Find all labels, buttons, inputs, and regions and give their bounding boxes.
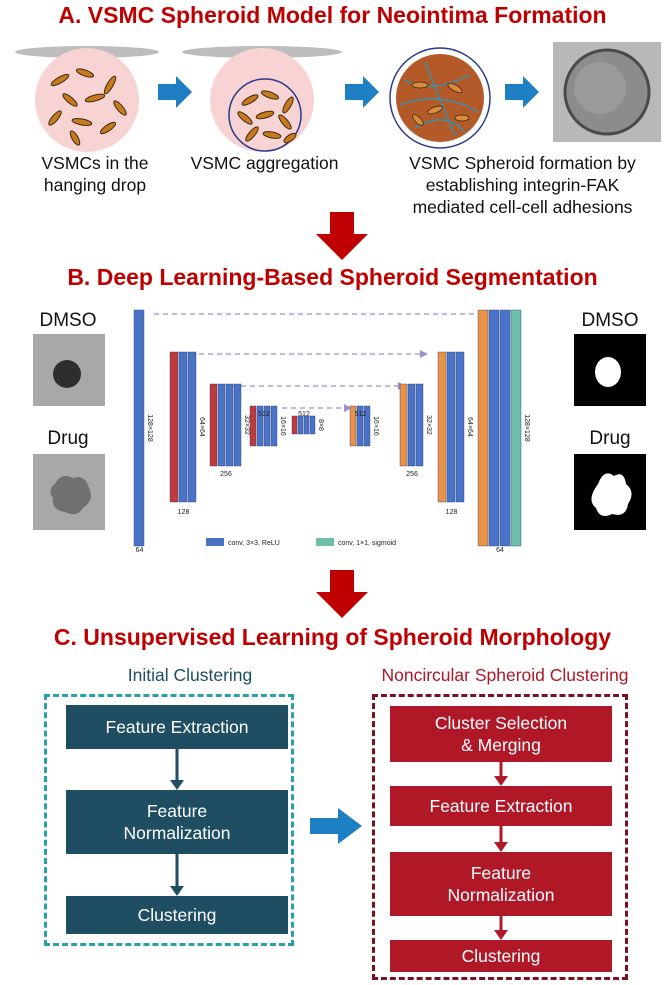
unet-size-label-1: 64×64 (198, 417, 205, 437)
left-flow-arrows (170, 749, 184, 896)
unet-layer-8-2 (499, 309, 511, 547)
unet-layer-7-2 (455, 351, 465, 503)
input-dmso-label: DMSO (39, 310, 97, 331)
input-drug-label: Drug (47, 428, 89, 449)
unet-layer-4-3 (309, 415, 316, 435)
left-step-clustering: Clustering (66, 896, 288, 934)
left-step-feature-extraction: Feature Extraction (66, 705, 288, 749)
down-arrow-b-c (316, 570, 368, 618)
input-drug-image (33, 454, 105, 530)
step-a2-label: VSMC aggregation (190, 153, 339, 173)
unet-layer-3-0 (249, 405, 257, 447)
unet-layer-6-2 (415, 383, 424, 467)
unet-layer-2-0 (209, 383, 218, 467)
output-dmso-label: DMSO (581, 310, 639, 331)
unet-channel-label-7: 128 (446, 509, 458, 516)
unet-channel-label-1: 128 (178, 509, 190, 516)
unet-layer-0-0 (133, 309, 145, 547)
down-arrow-a-b (316, 212, 368, 260)
panel-b-title: B. Deep Learning-Based Spheroid Segmenta… (67, 264, 598, 290)
unet-channel-label-6: 256 (406, 471, 418, 478)
output-drug-mask (574, 454, 646, 530)
unet-layer-5-0 (349, 405, 357, 447)
unet-layer-4-0 (291, 415, 298, 435)
unet-layer-8-3 (510, 309, 522, 547)
unet-channel-label-3: 512 (258, 411, 270, 418)
unet-channel-label-2: 256 (220, 471, 232, 478)
unet-layer-4-2 (303, 415, 310, 435)
initial-clustering-group (44, 694, 294, 946)
right-step-feature-normalization: Feature Normalization (390, 852, 612, 916)
right-step-clustering: Clustering (390, 940, 612, 972)
step-a3-label: VSMC Spheroid formation by establishing … (409, 153, 636, 217)
unet-size-label-5: 16×16 (372, 416, 379, 436)
unet-size-label-2: 32×32 (243, 415, 250, 435)
noncircular-clustering-heading: Noncircular Spheroid Clustering (381, 665, 629, 685)
unet-layer-5-2 (363, 405, 371, 447)
right-step-feature-extraction: Feature Extraction (390, 786, 612, 826)
unet-size-label-8: 128×128 (523, 414, 530, 442)
unet-size-label-6: 32×32 (425, 415, 432, 435)
unet-layer-2-3 (233, 383, 242, 467)
output-drug-label: Drug (589, 428, 631, 449)
unet-layer-2-1 (217, 383, 226, 467)
unet-size-label-3: 16×16 (279, 416, 286, 436)
panel-c-title: C. Unsupervised Learning of Spheroid Mor… (53, 624, 612, 650)
unet-layer-4-1 (297, 415, 304, 435)
unet-size-label-4: 8×8 (317, 419, 324, 431)
right-flow-arrows (494, 762, 508, 940)
legend-label-0: conv, 3×3, ReLU (228, 540, 280, 547)
unet-layer-8-1 (488, 309, 500, 547)
legend-swatch-1 (316, 538, 334, 546)
unet-channel-label-4: 512 (298, 411, 310, 418)
panel-a-title: A. VSMC Spheroid Model for Neointima For… (58, 2, 607, 28)
unet-layer-1-1 (178, 351, 188, 503)
panel-c-arrow (310, 808, 362, 844)
unet-channel-label-0: 64 (136, 547, 144, 554)
step-a1-label: VSMCs in the hanging drop (41, 153, 149, 195)
unet-layer-7-0 (437, 351, 447, 503)
unet-layer-1-0 (169, 351, 179, 503)
unet-channel-label-8: 64 (496, 547, 504, 554)
panel-a-graphics (15, 42, 661, 152)
left-step-feature-normalization: Feature Normalization (66, 790, 288, 854)
unet-layer-6-1 (407, 383, 416, 467)
unet-size-label-7: 64×64 (466, 417, 473, 437)
unet-layer-7-1 (446, 351, 456, 503)
right-step-cluster-selection: Cluster Selection & Merging (390, 706, 612, 762)
unet-layer-6-0 (399, 383, 408, 467)
unet-layer-3-1 (256, 405, 264, 447)
unet-layer-2-2 (225, 383, 234, 467)
legend-label-1: conv, 1×1, sigmoid (338, 540, 396, 547)
unet-layer-8-0 (477, 309, 489, 547)
noncircular-clustering-group (372, 694, 628, 980)
unet-channel-label-5: 512 (355, 411, 367, 418)
input-dmso-image (33, 334, 105, 406)
unet-layer-1-2 (187, 351, 197, 503)
initial-clustering-heading: Initial Clustering (127, 665, 253, 685)
unet-layer-3-2 (263, 405, 271, 447)
unet-size-label-0: 128×128 (146, 414, 153, 442)
unet-layer-5-1 (356, 405, 364, 447)
unet-diagram: 128×128 64 64×64 128 32×32 256 16×16 512 8×8 512 1… (133, 309, 530, 554)
legend-swatch-0 (206, 538, 224, 546)
output-dmso-mask (574, 334, 646, 406)
unet-layer-3-3 (270, 405, 278, 447)
